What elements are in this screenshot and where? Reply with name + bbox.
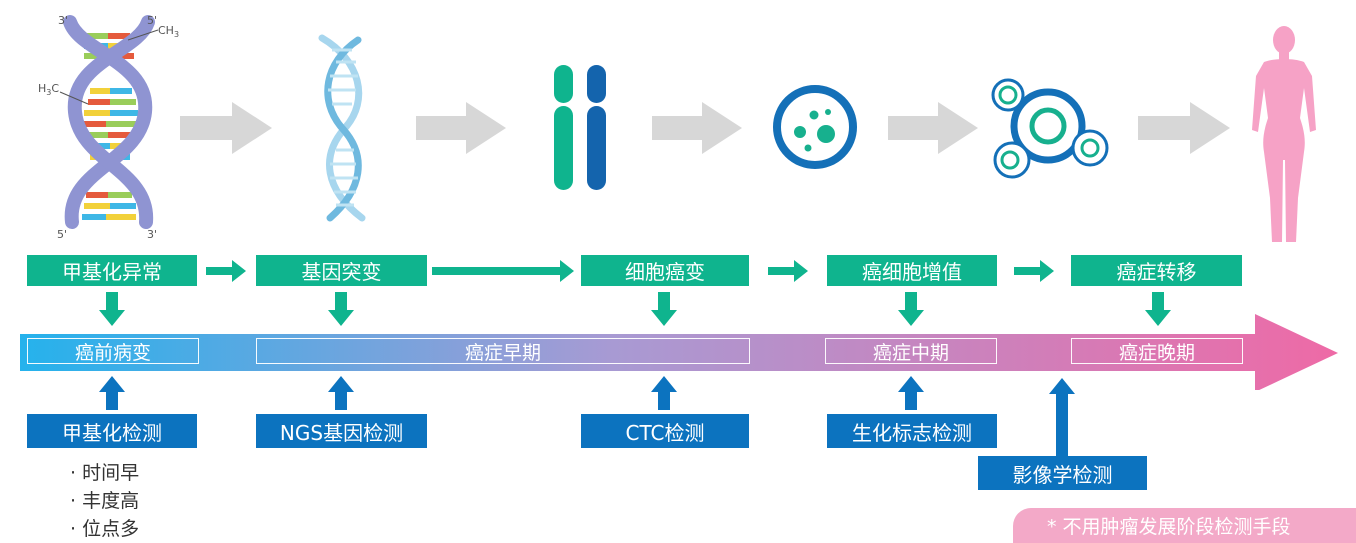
detection-ctc: CTC检测 xyxy=(581,414,749,448)
cancer-cell-icon xyxy=(773,85,857,169)
detection-methylation: 甲基化检测 xyxy=(27,414,197,448)
strand-label-top-right: 5' xyxy=(147,14,158,27)
proliferating-cells-icon xyxy=(991,78,1109,179)
strand-label-bottom-left: 5' xyxy=(57,228,68,241)
grey-progression-arrows xyxy=(180,102,1230,154)
stage-early: 癌症早期 xyxy=(256,338,750,364)
stage-precancerous: 癌前病变 xyxy=(27,338,199,364)
cancer-stage-timeline-arrow xyxy=(20,314,1338,390)
chromosome-icon xyxy=(554,65,606,190)
event-cancer-cell-proliferation: 癌细胞增值 xyxy=(827,255,997,286)
stage-late: 癌症晚期 xyxy=(1071,338,1243,364)
detection-imaging: 影像学检测 xyxy=(978,456,1147,490)
progression-illustrations xyxy=(59,15,1316,242)
detection-ngs-gene: NGS基因检测 xyxy=(256,414,427,448)
event-cancer-metastasis: 癌症转移 xyxy=(1071,255,1242,286)
footnote-tag: * 不用肿瘤发展阶段检测手段 xyxy=(1013,508,1356,543)
feature-early-timing: · 时间早 xyxy=(70,462,140,484)
strand-label-top-left: 3' xyxy=(58,14,69,27)
event-gene-mutation: 基因突变 xyxy=(256,255,427,286)
strand-label-bottom-right: 3' xyxy=(147,228,158,241)
methyl-group-label-left: H3C xyxy=(38,82,60,98)
methyl-group-label-top: CH3 xyxy=(158,24,180,40)
event-methylation-abnormality: 甲基化异常 xyxy=(27,255,197,286)
stage-middle: 癌症中期 xyxy=(825,338,997,364)
event-cell-carcinogenesis: 细胞癌变 xyxy=(581,255,749,286)
green-connector-arrows xyxy=(99,260,1171,326)
detection-biochemical-marker: 生化标志检测 xyxy=(827,414,997,448)
feature-high-abundance: · 丰度高 xyxy=(70,490,140,512)
gene-mutation-helix-icon xyxy=(318,34,366,222)
blue-detection-arrows xyxy=(99,376,1075,458)
feature-many-sites: · 位点多 xyxy=(70,518,140,540)
human-body-icon xyxy=(1252,26,1316,242)
methylated-dna-icon xyxy=(59,15,159,229)
